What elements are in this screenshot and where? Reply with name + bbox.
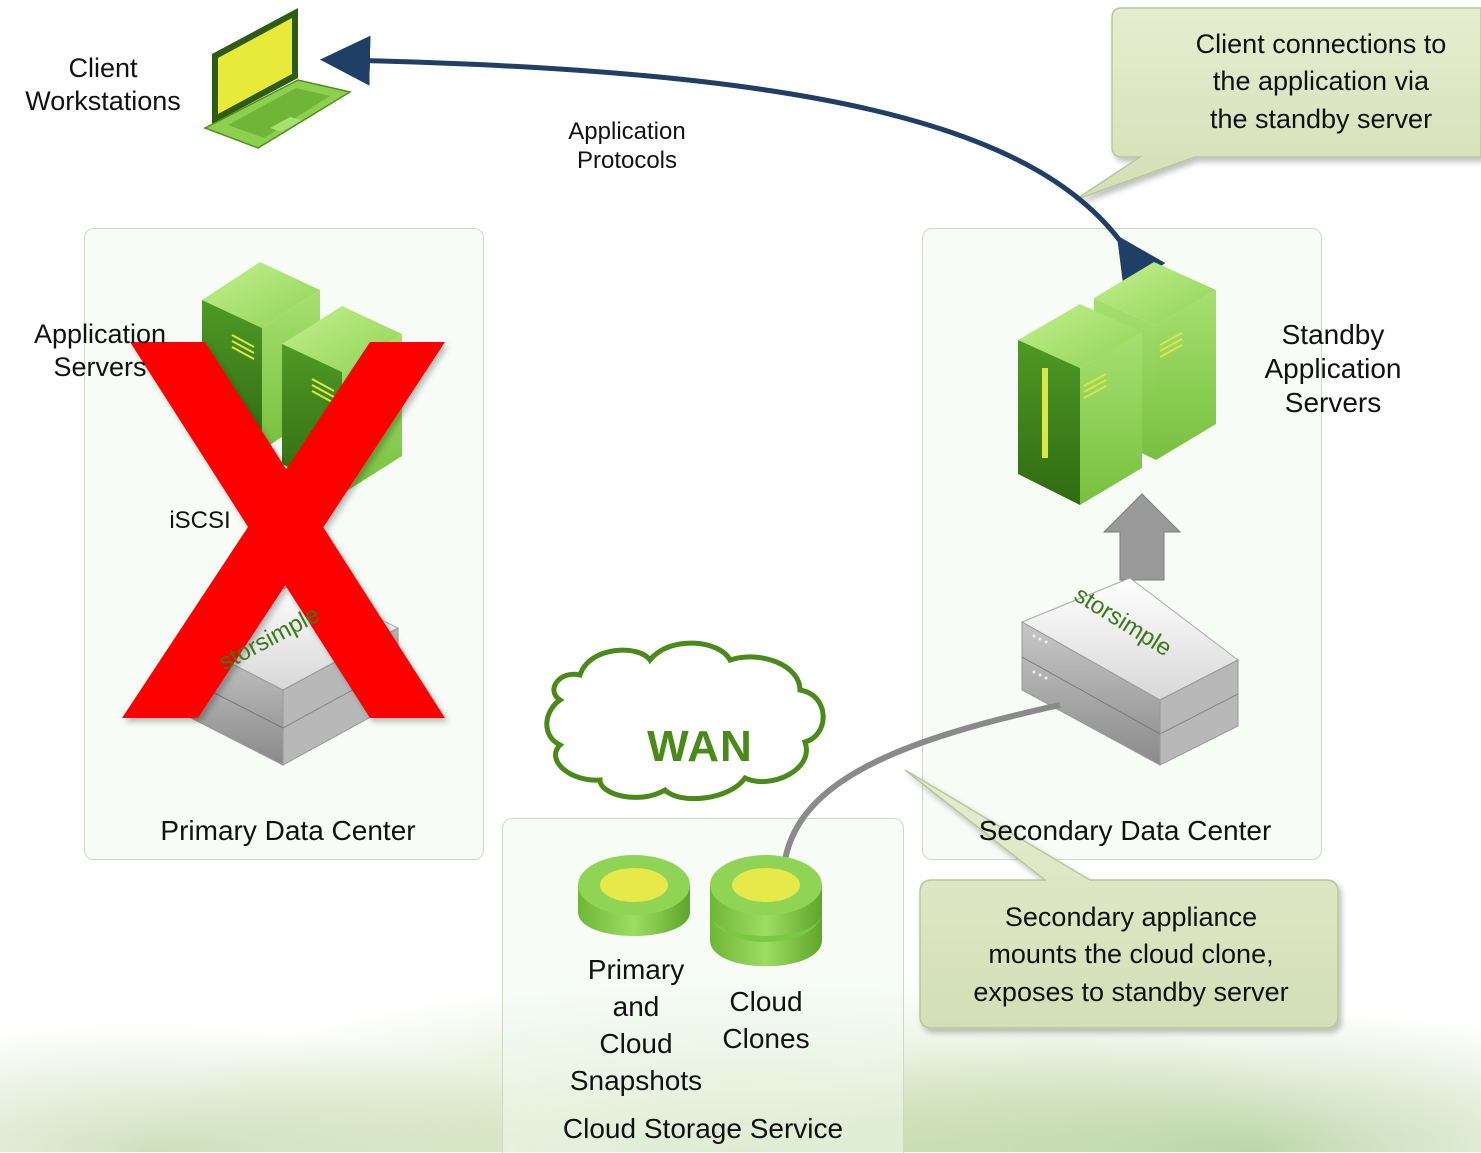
application-protocols-label: Application Protocols (568, 118, 686, 175)
primary-data-center-label: Primary Data Center (160, 815, 416, 846)
wan-label: WAN (647, 722, 753, 771)
iscsi-label: iSCSI (169, 507, 231, 534)
laptop-icon (203, 8, 352, 149)
mount-up-arrow (1102, 493, 1182, 581)
secondary-data-center-label: Secondary Data Center (978, 815, 1272, 846)
cloud-storage-service-label: Cloud Storage Service (562, 1113, 844, 1144)
wan-cloud-icon (544, 640, 826, 802)
secondary-storsimple-appliance-icon (1020, 577, 1239, 766)
cloud-clones-label: Cloud Clones (722, 986, 810, 1054)
cloud-clone-cable (782, 702, 1061, 861)
application-servers-label: Application Servers (33, 319, 167, 382)
snapshot-disk-icon (578, 855, 690, 936)
client-workstations-label: Client Workstations (25, 53, 181, 116)
cloud-clone-disk-icon (710, 855, 822, 967)
callout-secondary-appliance (904, 769, 1339, 1029)
standby-server-rack-front-icon (1018, 304, 1142, 505)
callout-secondary-appliance-text: Secondary appliance mounts the cloud clo… (973, 902, 1289, 1007)
primary-and-cloud-snapshots-label: Primary and Cloud Snapshots (569, 954, 703, 1096)
standby-application-servers-label: Standby Application Servers (1264, 319, 1402, 419)
application-protocols-arrow (320, 35, 1166, 291)
failure-x-icon (122, 342, 445, 718)
cloud-storage-panel (502, 818, 904, 1153)
callout-client-connections-text: Client connections to the application vi… (1195, 29, 1447, 134)
